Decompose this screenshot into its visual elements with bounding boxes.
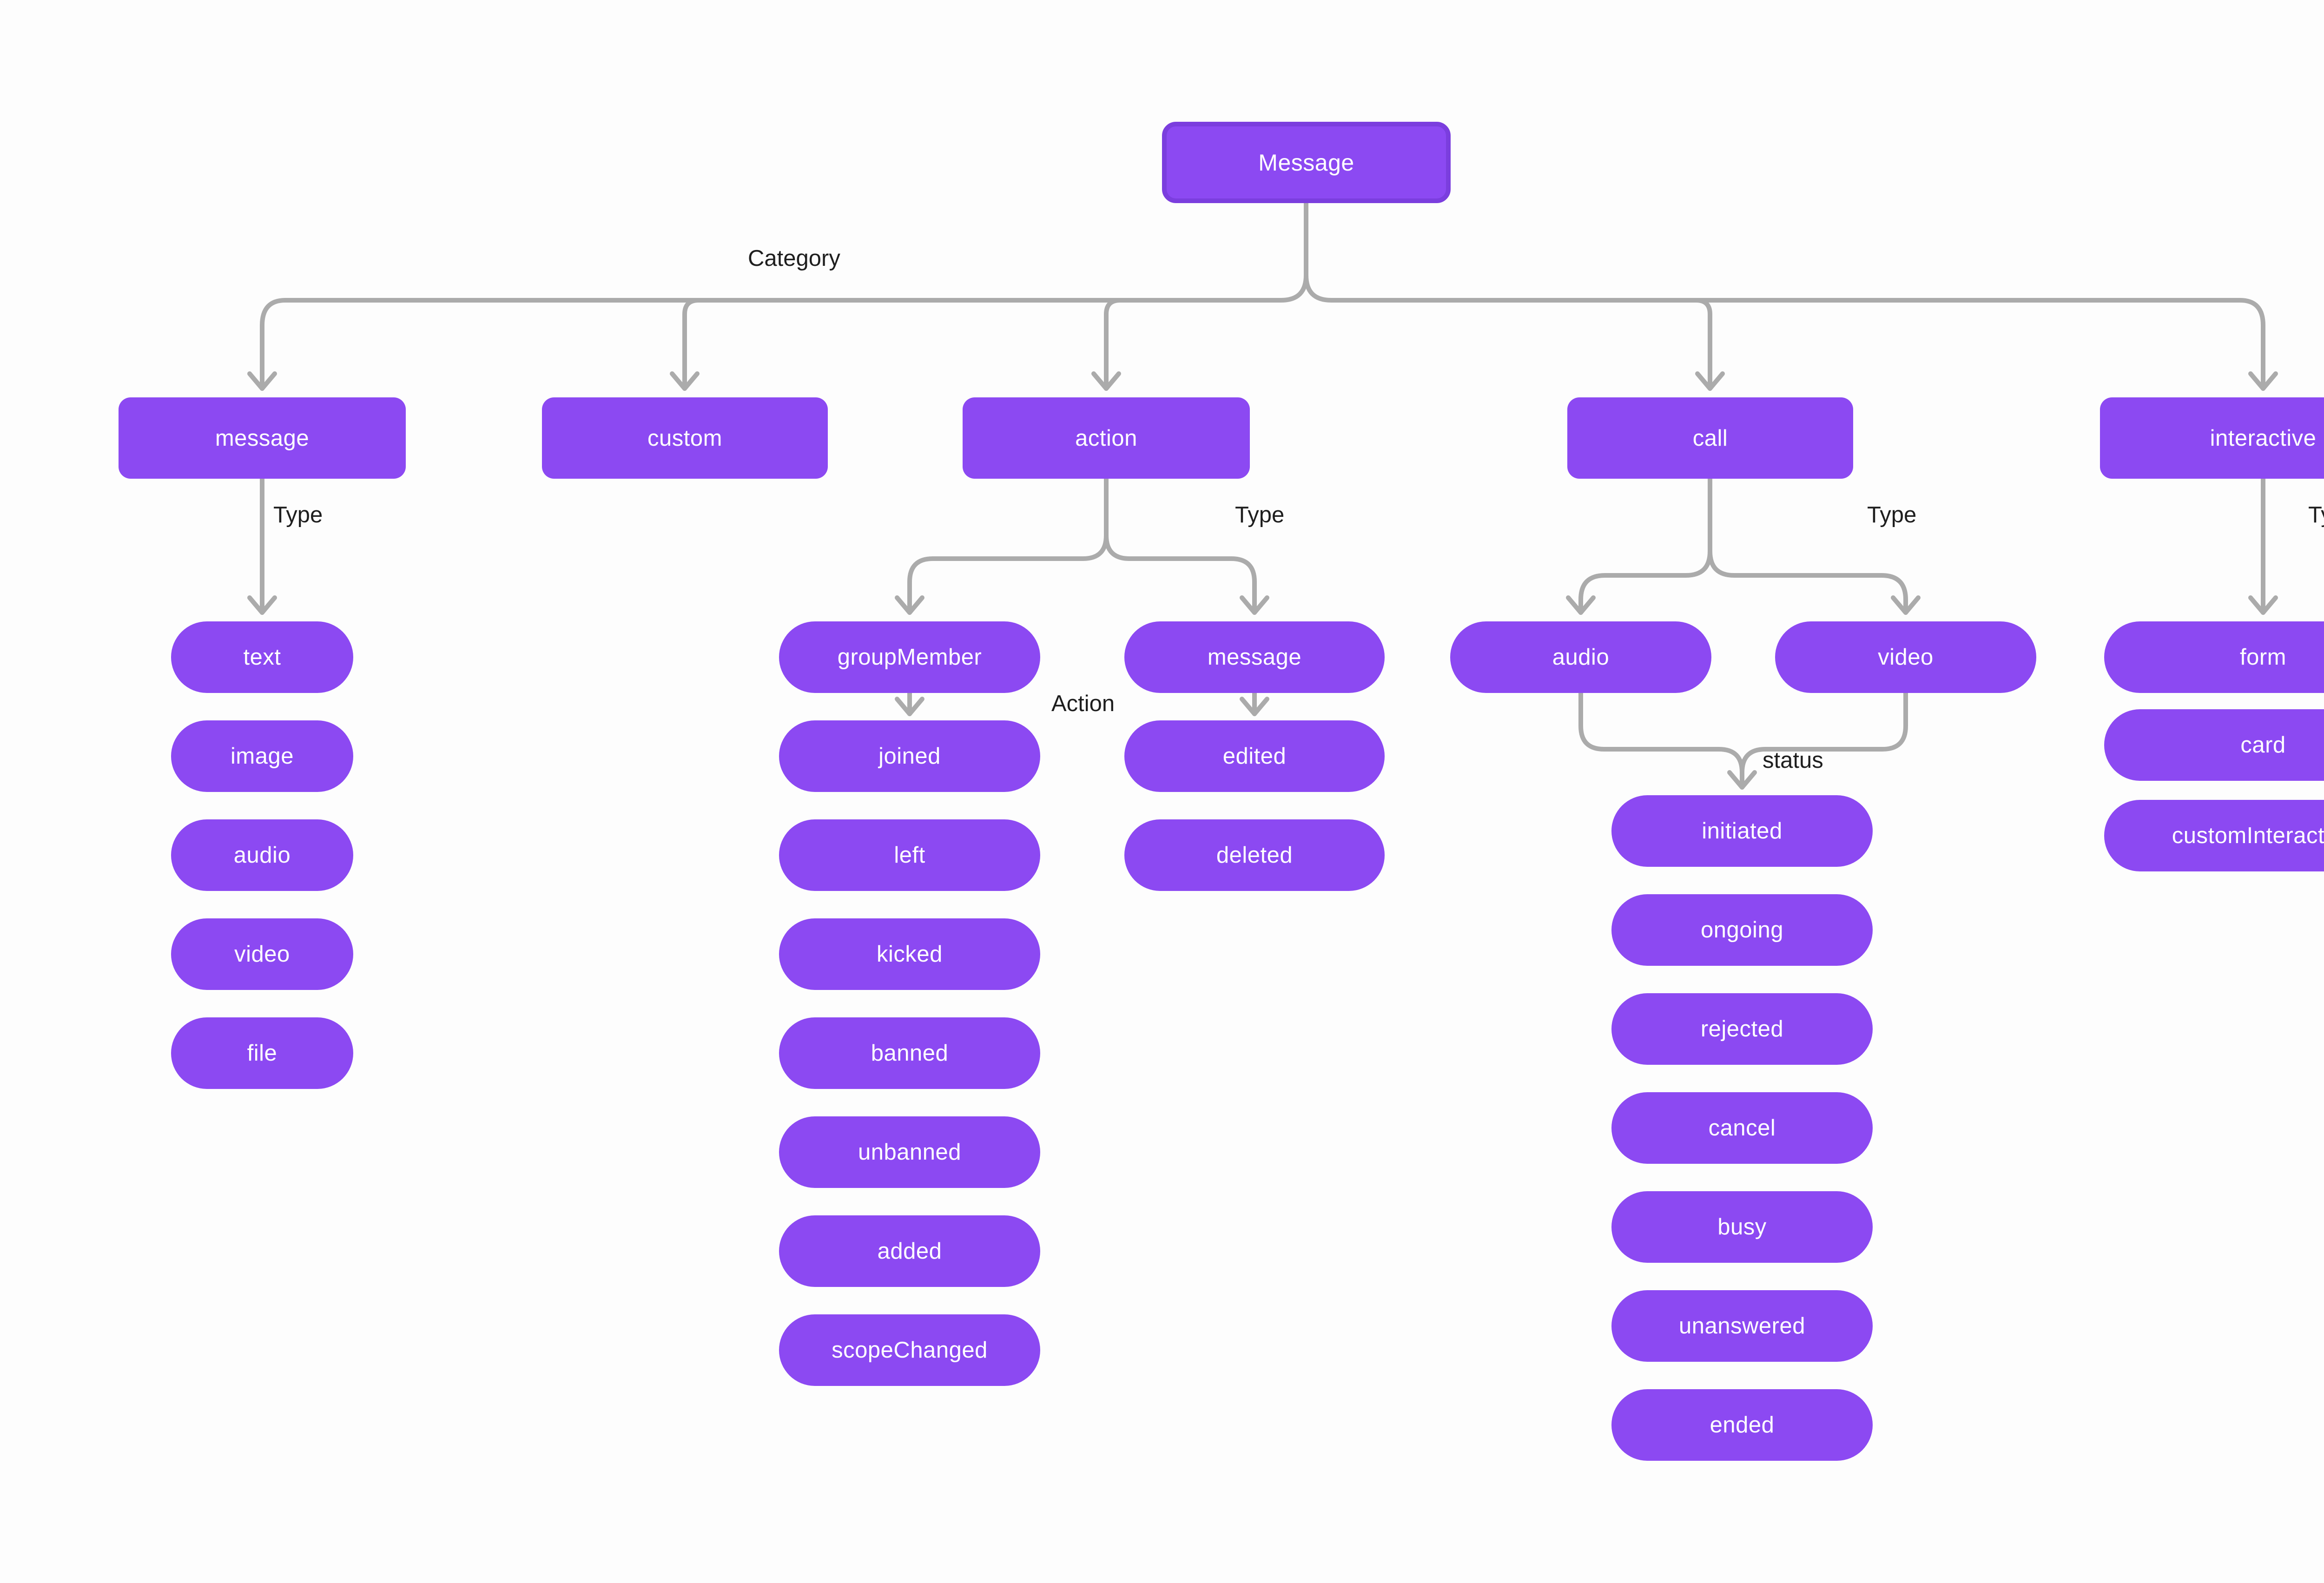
- edge-label-status: status: [1763, 748, 1823, 773]
- edge-drop-call: [1694, 298, 1712, 391]
- node-status-initiated[interactable]: initiated: [1611, 795, 1873, 867]
- edge-status-merge-right: [1740, 691, 1908, 775]
- edge-label-type-action: Type: [1235, 502, 1285, 528]
- edge-drop-custom: [682, 298, 701, 391]
- node-action-joined[interactable]: joined: [779, 720, 1040, 792]
- edge-root-left-rail: [260, 201, 1308, 391]
- arrowhead: [670, 371, 700, 391]
- arrowhead: [1091, 371, 1121, 391]
- node-category-custom[interactable]: custom: [542, 397, 828, 479]
- arrowhead: [247, 371, 277, 391]
- node-category-interactive[interactable]: interactive: [2100, 397, 2324, 479]
- node-type-audio[interactable]: audio: [171, 819, 353, 891]
- arrowhead: [1240, 595, 1269, 615]
- edge-label-type-message: Type: [273, 502, 323, 528]
- node-calltype-video[interactable]: video: [1775, 621, 2036, 693]
- node-category-call[interactable]: call: [1567, 397, 1853, 479]
- node-action-scopechanged[interactable]: scopeChanged: [779, 1314, 1040, 1386]
- edge-action-left: [907, 476, 1109, 615]
- edge-root-right-rail: [1304, 273, 2265, 391]
- edge-action-right: [1104, 533, 1257, 615]
- node-calltype-audio[interactable]: audio: [1450, 621, 1711, 693]
- node-action-left[interactable]: left: [779, 819, 1040, 891]
- node-type-file[interactable]: file: [171, 1017, 353, 1089]
- node-status-cancel[interactable]: cancel: [1611, 1092, 1873, 1164]
- arrowhead: [1240, 697, 1269, 716]
- node-actiontype-groupmember[interactable]: groupMember: [779, 621, 1040, 693]
- node-status-rejected[interactable]: rejected: [1611, 993, 1873, 1065]
- node-action-deleted[interactable]: deleted: [1124, 819, 1385, 891]
- edge-call-right: [1708, 549, 1908, 615]
- node-type-video[interactable]: video: [171, 918, 353, 990]
- node-status-busy[interactable]: busy: [1611, 1191, 1873, 1263]
- node-interactive-custominteractive[interactable]: customInteractive: [2104, 800, 2324, 871]
- node-status-ended[interactable]: ended: [1611, 1389, 1873, 1461]
- node-action-unbanned[interactable]: unbanned: [779, 1116, 1040, 1188]
- arrowhead: [2248, 595, 2278, 615]
- edge-label-type-call: Type: [1867, 502, 1917, 528]
- node-action-banned[interactable]: banned: [779, 1017, 1040, 1089]
- node-actiontype-message[interactable]: message: [1124, 621, 1385, 693]
- node-status-ongoing[interactable]: ongoing: [1611, 894, 1873, 966]
- node-status-unanswered[interactable]: unanswered: [1611, 1290, 1873, 1362]
- node-type-image[interactable]: image: [171, 720, 353, 792]
- node-type-text[interactable]: text: [171, 621, 353, 693]
- arrowhead: [1727, 770, 1757, 790]
- arrowhead: [895, 697, 924, 716]
- arrowhead: [895, 595, 924, 615]
- arrowhead: [1566, 595, 1596, 615]
- arrowhead: [1695, 371, 1725, 391]
- node-interactive-form[interactable]: form: [2104, 621, 2324, 693]
- arrowhead: [247, 595, 277, 615]
- edge-call-left: [1578, 476, 1712, 615]
- edge-status-merge-left: [1578, 691, 1744, 790]
- node-action-added[interactable]: added: [779, 1215, 1040, 1287]
- edge-label-action: Action: [1051, 691, 1115, 716]
- node-action-kicked[interactable]: kicked: [779, 918, 1040, 990]
- node-root-message[interactable]: Message: [1162, 122, 1451, 203]
- node-category-message[interactable]: message: [119, 397, 406, 479]
- node-interactive-card[interactable]: card: [2104, 709, 2324, 781]
- edge-label-type-interactive: Type: [2308, 502, 2324, 528]
- arrowhead: [2248, 371, 2278, 391]
- arrowhead: [1891, 595, 1921, 615]
- edge-label-category: Category: [748, 246, 840, 271]
- node-action-edited[interactable]: edited: [1124, 720, 1385, 792]
- edge-drop-action: [1104, 298, 1122, 391]
- node-category-action[interactable]: action: [963, 397, 1250, 479]
